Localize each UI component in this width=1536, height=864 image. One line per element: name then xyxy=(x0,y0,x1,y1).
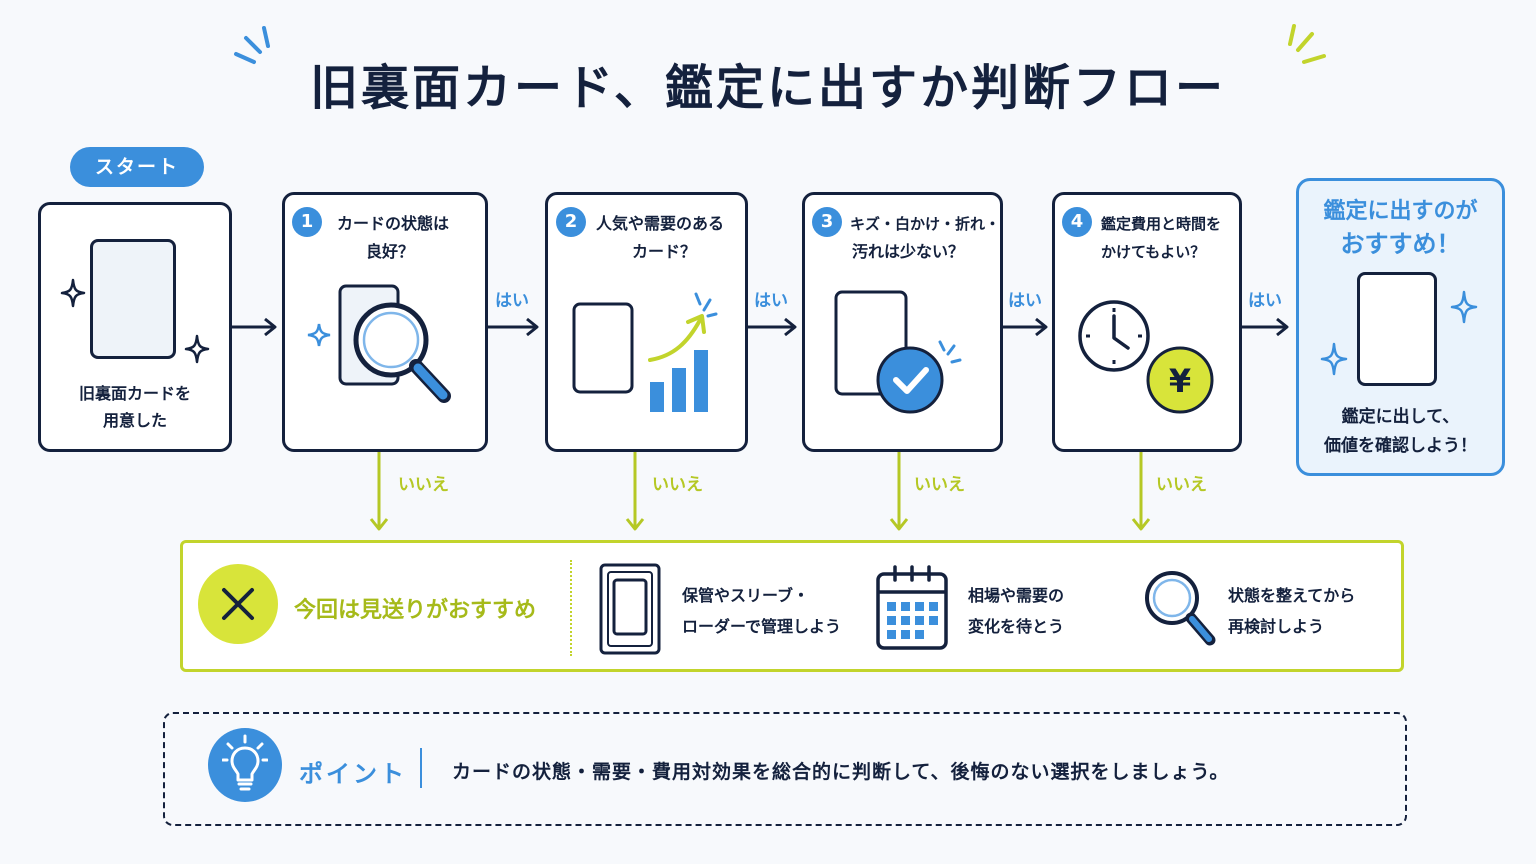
skip-recommendation: 今回は見送りがおすすめ xyxy=(294,598,537,623)
sparkle-lines-right-icon xyxy=(1288,24,1326,64)
step-question: 良好？ xyxy=(366,242,415,261)
step-question: かけてもよい？ xyxy=(1101,243,1206,261)
card-icon xyxy=(1357,272,1437,386)
start-label: 旧裏面カードを xyxy=(78,384,191,403)
tip-text: 変化を待とう xyxy=(968,617,1065,636)
card-icon xyxy=(90,239,176,359)
recommend-message: 価値を確認しよう！ xyxy=(1324,436,1477,456)
trend-chart-icon xyxy=(572,292,718,412)
page-title: 旧裏面カード、鑑定に出すか判断フロー xyxy=(309,60,1227,116)
calendar-icon xyxy=(876,565,948,650)
no-label: いいえ xyxy=(1156,475,1207,495)
point-panel xyxy=(163,712,1407,826)
no-label: いいえ xyxy=(398,475,449,495)
point-text: カードの状態・需要・費用対効果を総合的に判断して、後悔のない選択をしましょう。 xyxy=(452,761,1230,783)
recommend-heading: 鑑定に出すのが xyxy=(1323,199,1478,224)
arrow-right-icon xyxy=(1242,317,1289,337)
arrow-right-icon xyxy=(488,317,539,337)
step-question: 人気や需要のある xyxy=(596,214,725,233)
magnifier-icon xyxy=(307,284,451,403)
divider xyxy=(570,560,572,656)
step-question: 汚れは少ない？ xyxy=(852,242,965,261)
tip-text: 保管やスリーブ・ xyxy=(682,586,810,605)
step-number-badge: 2 xyxy=(556,207,586,237)
yes-label: はい xyxy=(1008,291,1042,311)
arrow-right-icon xyxy=(1003,317,1048,337)
arrow-down-icon xyxy=(369,452,389,531)
svg-text:¥: ¥ xyxy=(1169,362,1191,400)
step-number-badge: 4 xyxy=(1062,207,1092,237)
arrow-right-icon xyxy=(232,317,277,337)
step-question: 鑑定費用と時間を xyxy=(1101,215,1222,233)
check-icon xyxy=(834,290,962,414)
magnifier-icon xyxy=(1145,571,1216,646)
card-loader-icon xyxy=(599,563,661,655)
tip-text: ローダーで管理しよう xyxy=(682,617,842,636)
step-question: キズ・白かけ・折れ・ xyxy=(850,215,1001,233)
step-question: カード？ xyxy=(632,242,697,261)
recommend-message: 鑑定に出して、 xyxy=(1341,407,1460,427)
step-question: カードの状態は xyxy=(337,214,450,233)
start-label: 用意した xyxy=(102,411,167,430)
sparkle-lines-left-icon xyxy=(234,26,270,64)
arrow-down-icon xyxy=(1131,452,1151,531)
yes-label: はい xyxy=(495,291,529,311)
sparkle-icon xyxy=(60,278,86,308)
clock-yen-icon: ¥ xyxy=(1078,300,1214,414)
sparkle-icon xyxy=(1320,342,1348,376)
no-label: いいえ xyxy=(652,475,703,495)
tip-text: 状態を整えてから xyxy=(1228,586,1356,605)
step-box-2 xyxy=(545,192,748,452)
arrow-down-icon xyxy=(625,452,645,531)
no-label: いいえ xyxy=(914,475,965,495)
cross-icon xyxy=(222,588,254,620)
tip-text: 相場や需要の xyxy=(968,586,1065,605)
lightbulb-icon xyxy=(222,734,268,791)
point-label: ポイント xyxy=(299,760,407,788)
step-number-badge: 3 xyxy=(812,207,842,237)
tip-text: 再検討しよう xyxy=(1228,617,1325,636)
sparkle-icon xyxy=(1450,290,1478,324)
recommend-heading: おすすめ！ xyxy=(1340,230,1461,258)
step-number-badge: 1 xyxy=(292,207,322,237)
yes-label: はい xyxy=(1248,291,1282,311)
arrow-down-icon xyxy=(889,452,909,531)
point-separator xyxy=(420,748,422,788)
skip-panel xyxy=(180,540,1404,672)
sparkle-icon xyxy=(184,334,210,364)
yes-label: はい xyxy=(754,291,788,311)
start-pill: スタート xyxy=(70,147,204,187)
arrow-right-icon xyxy=(748,317,797,337)
